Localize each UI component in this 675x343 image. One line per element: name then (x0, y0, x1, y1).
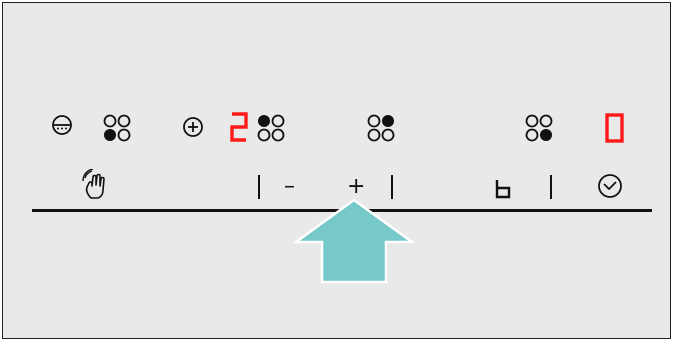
seven-segment-2 (230, 112, 248, 142)
zone-rear-right-indicator[interactable] (367, 114, 395, 142)
clock-icon[interactable] (597, 173, 623, 199)
power-icon[interactable] (51, 114, 73, 136)
b-button[interactable]: b (494, 178, 512, 200)
timer-display: 0 (604, 112, 626, 148)
separator (550, 175, 552, 199)
plus-button[interactable]: + (347, 174, 366, 199)
zone-plus-icon[interactable] (182, 116, 204, 138)
zone-front-left-indicator[interactable] (103, 114, 131, 142)
zone-rear-left-indicator[interactable] (257, 114, 285, 142)
minus-button[interactable]: – (284, 174, 295, 199)
separator (391, 175, 393, 199)
up-arrow-icon (294, 198, 414, 284)
seven-segment-0 (605, 113, 624, 143)
hob-control-panel: 2 0 (2, 2, 671, 339)
zone-front-right-indicator[interactable] (525, 114, 553, 142)
hand-touch-icon[interactable] (81, 169, 109, 201)
seven-segment-b (495, 180, 511, 199)
separator (258, 175, 260, 199)
zone-2-power-display: 2 (229, 111, 249, 147)
